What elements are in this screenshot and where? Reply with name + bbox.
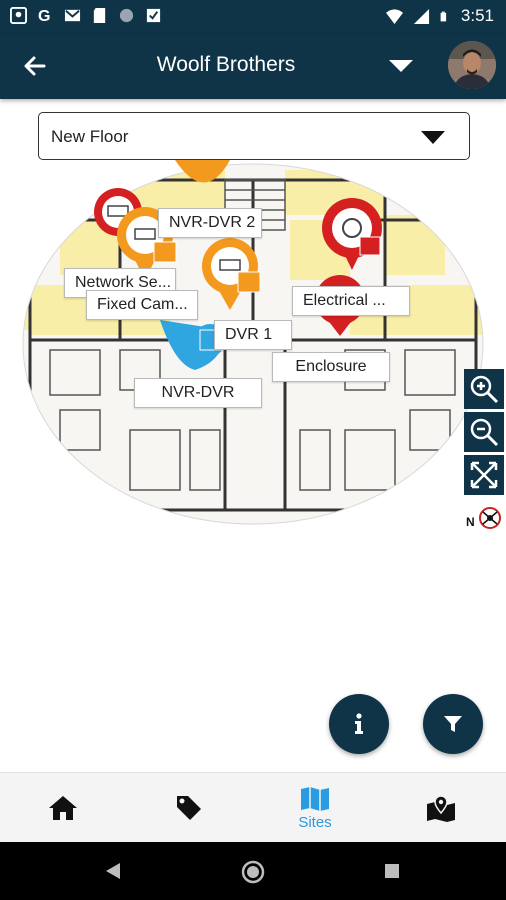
- compass-icon: N: [466, 507, 501, 529]
- tag-icon: [177, 796, 201, 820]
- back-triangle-icon[interactable]: [104, 862, 122, 880]
- nav-locations[interactable]: [378, 773, 504, 843]
- sd-card-icon: [93, 7, 106, 24]
- wifi-icon: [385, 8, 403, 24]
- zoom-out-button[interactable]: [464, 412, 504, 452]
- map-marker-orange-2[interactable]: [202, 238, 261, 310]
- caret-down-icon[interactable]: [388, 59, 414, 73]
- app-bar: Woolf Brothers: [0, 33, 506, 99]
- map-pin-icon: [427, 795, 455, 822]
- nav-sites[interactable]: Sites: [252, 773, 378, 843]
- nav-sites-label: Sites: [298, 813, 332, 831]
- battery-icon: [440, 11, 447, 21]
- gmail-icon: [64, 9, 81, 22]
- floor-dropdown[interactable]: New Floor: [38, 112, 470, 160]
- recents-square-icon[interactable]: [384, 863, 400, 879]
- nav-tags[interactable]: [126, 773, 252, 843]
- compass: N: [466, 506, 504, 530]
- ticket-icon: [146, 8, 161, 23]
- status-right: 3:51: [385, 6, 494, 26]
- map-label-dvr-1[interactable]: DVR 1: [214, 320, 292, 350]
- floor-dropdown-value: New Floor: [51, 127, 129, 146]
- map-marker-orange-top[interactable]: [175, 160, 230, 183]
- map-label-enclosure[interactable]: Enclosure: [272, 352, 390, 382]
- google-icon: G: [38, 7, 50, 24]
- location-icon: [10, 7, 27, 24]
- info-icon: [355, 713, 363, 734]
- home-circle-icon[interactable]: [241, 860, 265, 884]
- fit-screen-icon: [470, 461, 498, 489]
- fit-screen-button[interactable]: [464, 455, 504, 495]
- avatar-image: [448, 41, 496, 89]
- status-bar: G 3:51: [0, 0, 506, 33]
- status-left-icons: G: [10, 7, 162, 24]
- filter-icon: [444, 716, 462, 732]
- dot-icon: [119, 8, 134, 23]
- site-title[interactable]: Woolf Brothers: [156, 53, 296, 76]
- map-label-nvr-dvr-2[interactable]: NVR-DVR 2: [158, 208, 262, 238]
- map-label-fixed-cam[interactable]: Fixed Cam...: [86, 290, 198, 320]
- home-icon: [49, 796, 77, 820]
- zoom-in-button[interactable]: [464, 369, 504, 409]
- system-nav-bar: [0, 842, 506, 900]
- bottom-nav: Sites: [0, 772, 506, 842]
- nav-home[interactable]: [0, 773, 126, 843]
- status-time: 3:51: [460, 6, 494, 25]
- compass-label: N: [466, 515, 475, 529]
- map-marker-red-2[interactable]: [322, 198, 382, 270]
- map-label-electrical[interactable]: Electrical ...: [292, 286, 410, 316]
- map-icon: [301, 786, 329, 811]
- map-label-nvr-dvr[interactable]: NVR-DVR: [134, 378, 262, 408]
- filter-button[interactable]: [423, 694, 483, 754]
- chevron-down-icon: [421, 131, 445, 144]
- zoom-in-icon: [470, 375, 499, 404]
- avatar[interactable]: [448, 41, 496, 89]
- info-button[interactable]: [329, 694, 389, 754]
- signal-icon: [413, 8, 429, 24]
- zoom-out-icon: [470, 418, 499, 447]
- floor-plan[interactable]: NVR-DVR 2 Network Se... Fixed Cam... DVR…: [0, 160, 506, 528]
- arrow-back-icon[interactable]: [20, 51, 50, 81]
- svg-text:G: G: [38, 7, 50, 24]
